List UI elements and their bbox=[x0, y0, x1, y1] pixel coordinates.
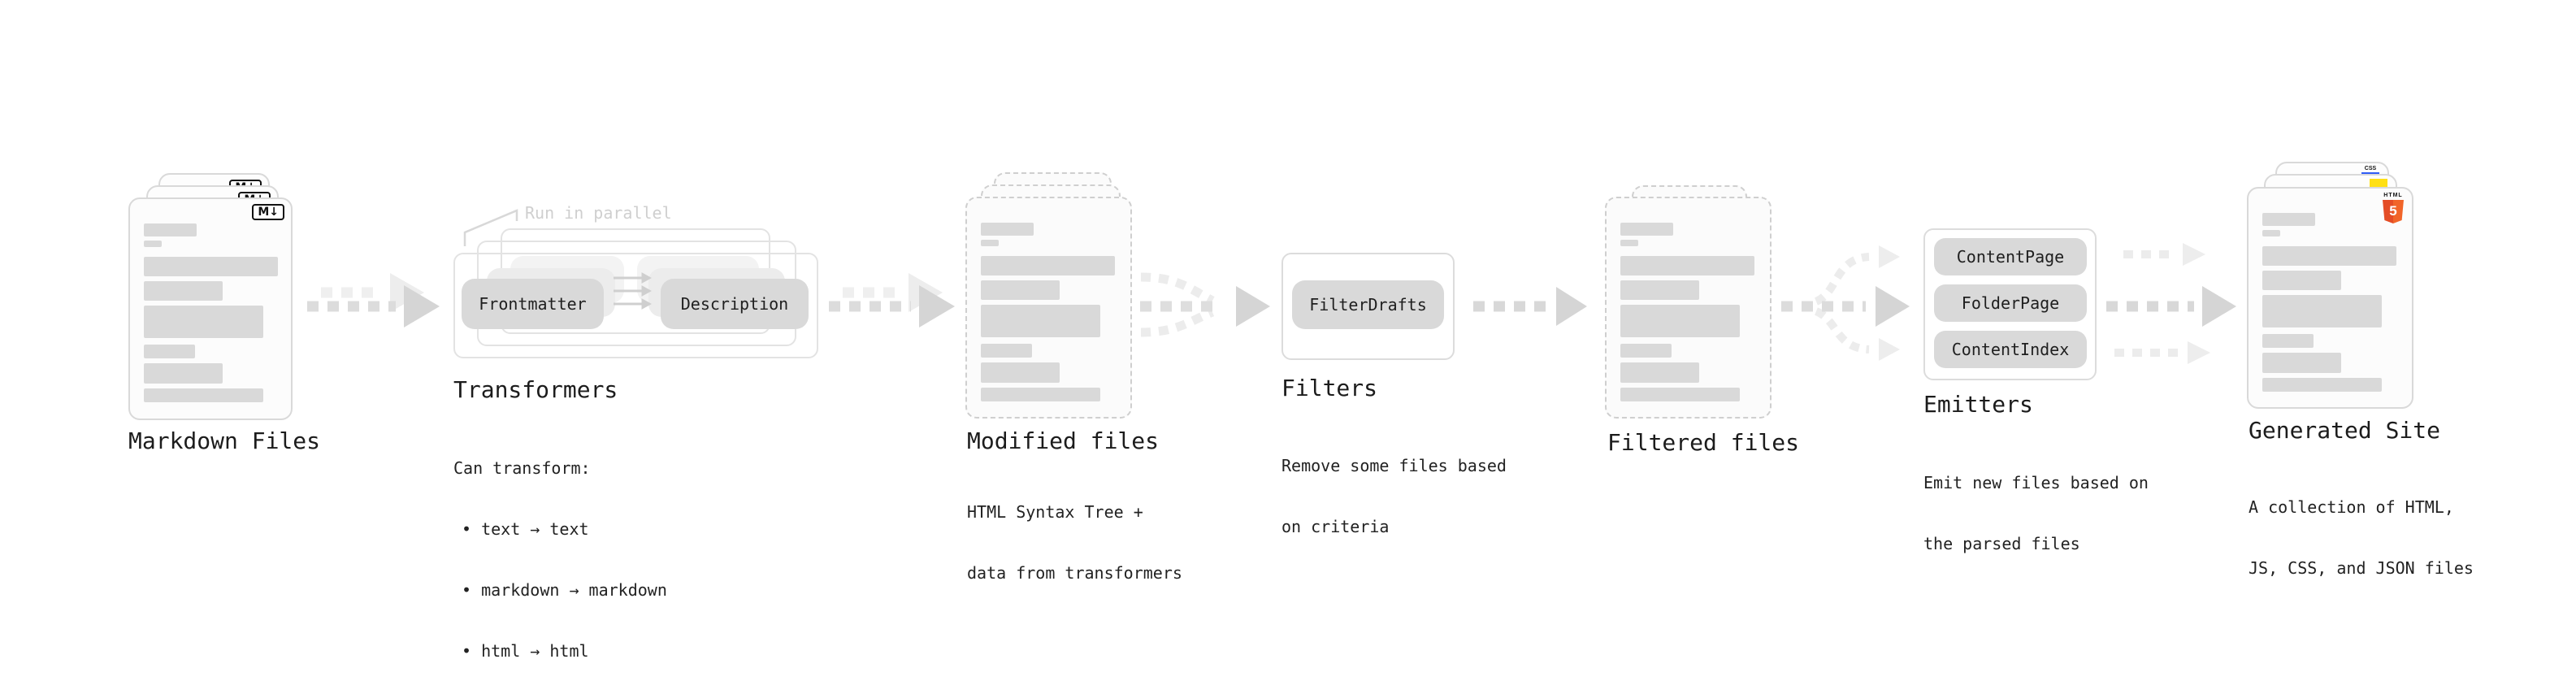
filtered-files-title: Filtered files bbox=[1607, 429, 1800, 456]
text-line-bar bbox=[2262, 246, 2396, 266]
run-in-parallel-label: Run in parallel bbox=[525, 203, 672, 223]
modified-files-description: HTML Syntax Tree + data from transformer… bbox=[967, 462, 1182, 624]
markdown-icon: M↓ bbox=[252, 204, 284, 220]
filters-title: Filters bbox=[1281, 375, 1378, 401]
emitters-frame bbox=[1923, 228, 2097, 380]
modified-file-card-front bbox=[965, 197, 1132, 419]
modified-files-desc-line: HTML Syntax Tree + bbox=[967, 502, 1143, 522]
text-line-bar bbox=[1620, 388, 1740, 401]
arrow-modified-to-filters-merge bbox=[1140, 272, 1270, 337]
modified-files-title: Modified files bbox=[967, 427, 1160, 454]
transformers-bullet: • text → text bbox=[462, 519, 589, 539]
arrow-markdown-to-transformers bbox=[307, 273, 440, 327]
filterdrafts-pill: FilterDrafts bbox=[1292, 280, 1444, 329]
css-icon-text: CSS bbox=[2364, 166, 2377, 171]
text-line-bar bbox=[1620, 305, 1740, 337]
text-line-bar bbox=[981, 388, 1100, 401]
text-line-bar bbox=[2262, 295, 2382, 327]
document-text-placeholder bbox=[144, 223, 278, 402]
css-icon-bar bbox=[2361, 172, 2379, 175]
filters-frame bbox=[1281, 253, 1455, 360]
document-text-placeholder bbox=[2262, 213, 2396, 392]
text-line-bar bbox=[1620, 362, 1699, 383]
text-line-bar bbox=[144, 241, 162, 247]
text-line-bar bbox=[1620, 256, 1754, 275]
transformers-desc-heading: Can transform: bbox=[453, 458, 591, 478]
text-line-bar bbox=[2262, 334, 2314, 348]
arrow-filters-to-filtered bbox=[1473, 287, 1587, 326]
filters-desc-line: Remove some files based bbox=[1281, 456, 1507, 475]
description-pill: Description bbox=[661, 279, 809, 329]
folderpage-pill: FolderPage bbox=[1934, 284, 2087, 322]
html5-icon-text: HTML bbox=[2383, 193, 2403, 198]
text-line-bar bbox=[144, 345, 195, 358]
generated-site-desc-line: JS, CSS, and JSON files bbox=[2249, 558, 2474, 578]
filtered-file-card-front bbox=[1605, 197, 1772, 419]
document-text-placeholder bbox=[1620, 223, 1754, 401]
html5-icon-shield: 5 bbox=[2383, 200, 2404, 223]
text-line-bar bbox=[1620, 240, 1638, 246]
emitters-desc-line: the parsed files bbox=[1923, 534, 2080, 553]
text-line-bar bbox=[144, 223, 197, 236]
generated-site-title: Generated Site bbox=[2249, 417, 2441, 444]
emitters-title: Emitters bbox=[1923, 391, 2033, 418]
transformers-bullet: • markdown → markdown bbox=[462, 580, 667, 600]
text-line-bar bbox=[2262, 353, 2341, 373]
arrow-filtered-to-emitters-fanout bbox=[1781, 245, 1910, 361]
markdown-file-card-front: M↓ bbox=[128, 197, 293, 420]
transformer-frame-front bbox=[453, 253, 818, 358]
transformers-bullet: • html → html bbox=[462, 641, 589, 661]
text-line-bar bbox=[981, 280, 1060, 300]
contentindex-pill: ContentIndex bbox=[1934, 331, 2087, 368]
text-line-bar bbox=[144, 306, 263, 338]
transformers-title: Transformers bbox=[453, 376, 618, 403]
text-line-bar bbox=[981, 362, 1060, 383]
text-line-bar bbox=[981, 240, 999, 246]
text-line-bar bbox=[1620, 344, 1672, 358]
text-line-bar bbox=[2262, 230, 2280, 236]
filters-description: Remove some files based on criteria bbox=[1281, 415, 1507, 578]
text-line-bar bbox=[144, 257, 278, 276]
text-line-bar bbox=[144, 363, 223, 384]
text-line-bar bbox=[2262, 213, 2315, 226]
filters-desc-line: on criteria bbox=[1281, 517, 1390, 536]
emitters-description: Emit new files based on the parsed files bbox=[1923, 432, 2149, 595]
text-line-bar bbox=[144, 388, 263, 402]
arrows-emitters-to-site bbox=[2106, 243, 2236, 364]
text-line-bar bbox=[2262, 271, 2341, 290]
modified-files-desc-line: data from transformers bbox=[967, 563, 1182, 583]
generated-file-card-front: HTML 5 bbox=[2247, 187, 2413, 409]
text-line-bar bbox=[981, 223, 1034, 236]
text-line-bar bbox=[981, 305, 1100, 337]
text-line-bar bbox=[2262, 378, 2382, 392]
generated-site-description: A collection of HTML, JS, CSS, and JSON … bbox=[2249, 457, 2474, 619]
document-text-placeholder bbox=[981, 223, 1115, 401]
text-line-bar bbox=[1620, 223, 1673, 236]
text-line-bar bbox=[1620, 280, 1699, 300]
markdown-files-title: Markdown Files bbox=[128, 427, 321, 454]
contentpage-pill: ContentPage bbox=[1934, 238, 2087, 275]
text-line-bar bbox=[981, 344, 1032, 358]
frontmatter-pill: Frontmatter bbox=[462, 279, 604, 329]
css-icon: CSS bbox=[2361, 166, 2379, 175]
arrow-transformers-to-modified bbox=[829, 273, 955, 327]
html5-icon: HTML 5 bbox=[2382, 193, 2405, 223]
transformers-description: Can transform: • text → text • markdown … bbox=[453, 418, 667, 681]
text-line-bar bbox=[981, 256, 1115, 275]
emitters-desc-line: Emit new files based on bbox=[1923, 473, 2149, 492]
javascript-icon bbox=[2370, 179, 2387, 189]
generated-site-desc-line: A collection of HTML, bbox=[2249, 497, 2454, 517]
text-line-bar bbox=[144, 281, 223, 301]
